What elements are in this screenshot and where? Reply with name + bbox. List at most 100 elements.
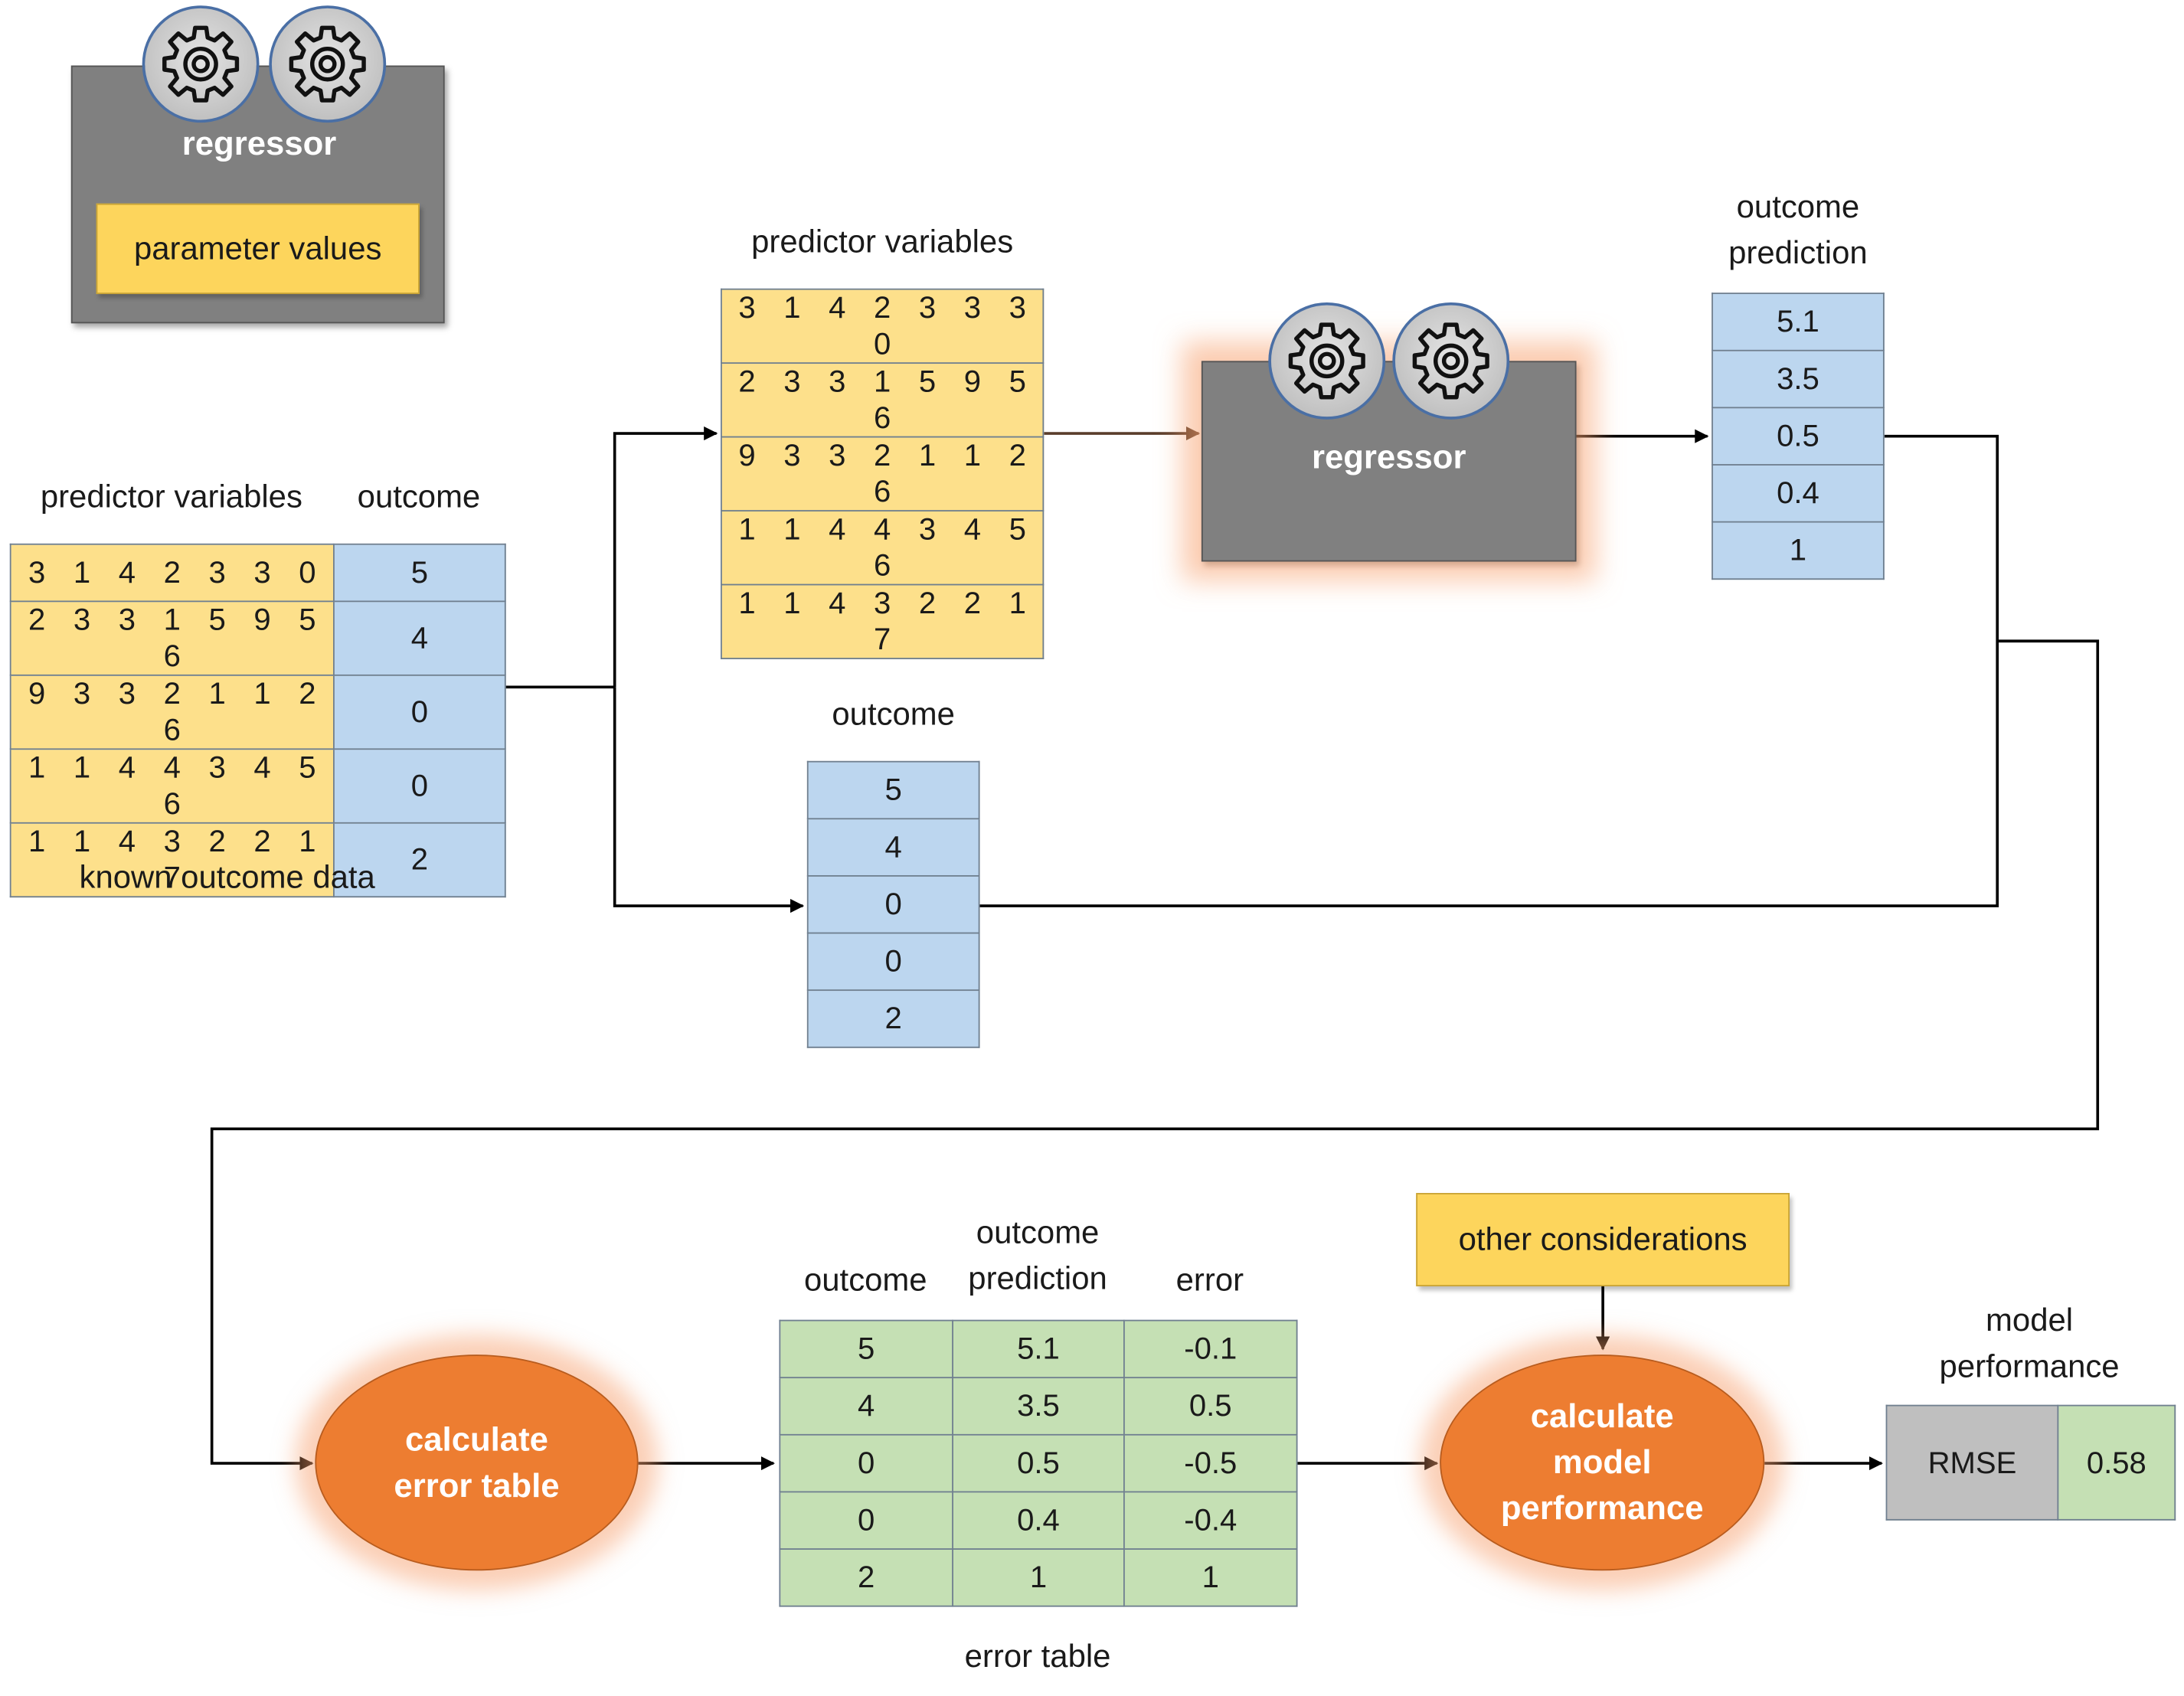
table-row: 5 5.1 -0.1 — [779, 1319, 1298, 1379]
table-row: 2 3 3 1 5 9 5 6 — [720, 362, 1045, 438]
table-row: RMSE 0.58 — [1885, 1404, 2176, 1521]
predictor-cell: 2 3 3 1 5 9 5 6 — [9, 600, 335, 676]
model-performance-label-line1: model — [1986, 1301, 2074, 1338]
prediction-cell: 5.1 — [952, 1319, 1125, 1379]
metric-value-cell: 0.58 — [2057, 1404, 2176, 1521]
table-row: 1 1 4 3 2 2 1 7 — [720, 583, 1045, 659]
table-row: 5 — [806, 760, 980, 820]
regressor-label: regressor — [1311, 439, 1466, 477]
table-row: 4 3.5 0.5 — [779, 1377, 1298, 1436]
predictor-cell: 2 3 3 1 5 9 5 6 — [720, 362, 1045, 438]
line-prediction-out — [979, 434, 1999, 907]
outcome-cell: 2 — [333, 822, 506, 898]
calc-perf-line1: calculate — [1530, 1397, 1674, 1436]
predictor-cell: 9 3 3 2 1 1 2 6 — [9, 674, 335, 750]
outcome-cell: 0 — [333, 748, 506, 824]
error-cell: -0.1 — [1123, 1319, 1298, 1379]
outcome-cell: 0 — [806, 932, 980, 992]
outcome-cell: 4 — [333, 600, 506, 676]
split-predictors-table: 3 1 4 2 3 3 3 0 2 3 3 1 5 9 5 6 9 3 3 2 … — [720, 288, 1045, 659]
known-predictors-label: predictor variables — [40, 478, 302, 515]
table-row: 0 — [806, 875, 980, 934]
known-outcome-label: outcome — [357, 478, 481, 515]
prediction-label-line2: prediction — [1728, 234, 1868, 271]
outcome-cell: 0 — [779, 1491, 953, 1550]
table-row: 1 1 4 4 3 4 5 6 0 — [9, 748, 506, 824]
prediction-cell: 0.5 — [952, 1433, 1125, 1493]
table-row: 1 1 4 4 3 4 5 6 — [720, 510, 1045, 586]
table-row: 0 — [806, 932, 980, 992]
prediction-cell: 0.4 — [1712, 464, 1885, 523]
table-row: 3.5 — [1712, 349, 1885, 409]
table-row: 3 1 4 2 3 3 0 5 — [9, 543, 506, 603]
predictor-cell: 1 1 4 4 3 4 5 6 — [9, 748, 335, 824]
line-merge — [210, 639, 2100, 1471]
calc-perf-line3: performance — [1500, 1489, 1704, 1528]
error-col-error-label: error — [1175, 1261, 1244, 1298]
calc-error-line2: error table — [394, 1466, 560, 1505]
prediction-cell: 5.1 — [1712, 292, 1885, 351]
prediction-cell: 3.5 — [952, 1377, 1125, 1436]
error-cell: 0.5 — [1123, 1377, 1298, 1436]
prediction-cell: 0.5 — [1712, 407, 1885, 466]
parameter-values-box: parameter values — [96, 203, 420, 295]
table-row: 0.5 — [1712, 407, 1885, 466]
table-row: 2 — [806, 989, 980, 1048]
arrow-to-predictors — [613, 426, 718, 688]
gear-icon — [1268, 302, 1386, 420]
outcome-cell: 5 — [333, 543, 506, 603]
predictor-cell: 1 1 4 3 2 2 1 7 — [9, 822, 335, 898]
model-performance-table: RMSE 0.58 — [1885, 1404, 2176, 1521]
outcome-cell: 4 — [779, 1377, 953, 1436]
table-row: 4 — [806, 818, 980, 877]
outcome-cell: 0 — [779, 1433, 953, 1493]
gear-icon — [1392, 302, 1510, 420]
table-row: 1 1 4 3 2 2 1 7 2 — [9, 822, 506, 898]
table-row: 5.1 — [1712, 292, 1885, 351]
outcome-cell: 0 — [333, 674, 506, 750]
model-performance-label-line2: performance — [1939, 1348, 2120, 1384]
table-row: 1 — [1712, 521, 1885, 580]
table-row: 9 3 3 2 1 1 2 6 — [720, 436, 1045, 511]
predictor-cell: 3 1 4 2 3 3 3 0 — [720, 288, 1045, 364]
table-row: 2 1 1 — [779, 1548, 1298, 1607]
predictor-cell: 1 1 4 3 2 2 1 7 — [720, 583, 1045, 659]
known-outcome-table: 3 1 4 2 3 3 0 5 2 3 3 1 5 9 5 6 4 9 3 3 … — [9, 543, 506, 898]
prediction-cell: 1 — [952, 1548, 1125, 1607]
error-col-outcome-label: outcome — [803, 1261, 927, 1298]
error-col-prediction-line2: prediction — [968, 1260, 1107, 1296]
outcome-cell: 5 — [806, 760, 980, 820]
split-outcome-table: 5 4 0 0 2 — [806, 760, 980, 1048]
table-row: 9 3 3 2 1 1 2 6 0 — [9, 674, 506, 750]
table-row: 0 0.5 -0.5 — [779, 1433, 1298, 1493]
prediction-cell: 1 — [1712, 521, 1885, 580]
predictor-cell: 9 3 3 2 1 1 2 6 — [720, 436, 1045, 511]
legend-regressor-label: regressor — [181, 125, 337, 163]
error-cell: -0.5 — [1123, 1433, 1298, 1493]
error-table: 5 5.1 -0.1 4 3.5 0.5 0 0.5 -0.5 0 0.4 -0… — [779, 1319, 1298, 1607]
calc-perf-line2: model — [1552, 1443, 1652, 1482]
split-outcome-label: outcome — [832, 695, 955, 732]
table-row: 3 1 4 2 3 3 3 0 — [720, 288, 1045, 364]
calculate-model-performance-node: calculate model performance — [1440, 1355, 1765, 1571]
calc-error-line1: calculate — [404, 1420, 548, 1459]
error-cell: 1 — [1123, 1548, 1298, 1607]
predictor-cell: 1 1 4 4 3 4 5 6 — [720, 510, 1045, 586]
calculate-error-table-node: calculate error table — [315, 1355, 639, 1571]
prediction-table: 5.1 3.5 0.5 0.4 1 — [1712, 292, 1885, 580]
predictor-cell: 3 1 4 2 3 3 0 — [9, 543, 335, 603]
prediction-label-line1: outcome — [1736, 188, 1860, 225]
error-table-caption: error table — [964, 1637, 1111, 1674]
gear-icon — [269, 5, 387, 123]
table-row: 0 0.4 -0.4 — [779, 1491, 1298, 1550]
known-data-caption: known outcome data — [79, 858, 375, 895]
error-col-prediction-line1: outcome — [976, 1214, 1100, 1250]
table-row: 2 3 3 1 5 9 5 6 4 — [9, 600, 506, 676]
gear-icon — [142, 5, 260, 123]
regressor-box — [1201, 361, 1577, 562]
split-predictors-label: predictor variables — [751, 223, 1014, 260]
outcome-cell: 4 — [806, 818, 980, 877]
outcome-cell: 0 — [806, 875, 980, 934]
prediction-cell: 3.5 — [1712, 349, 1885, 409]
